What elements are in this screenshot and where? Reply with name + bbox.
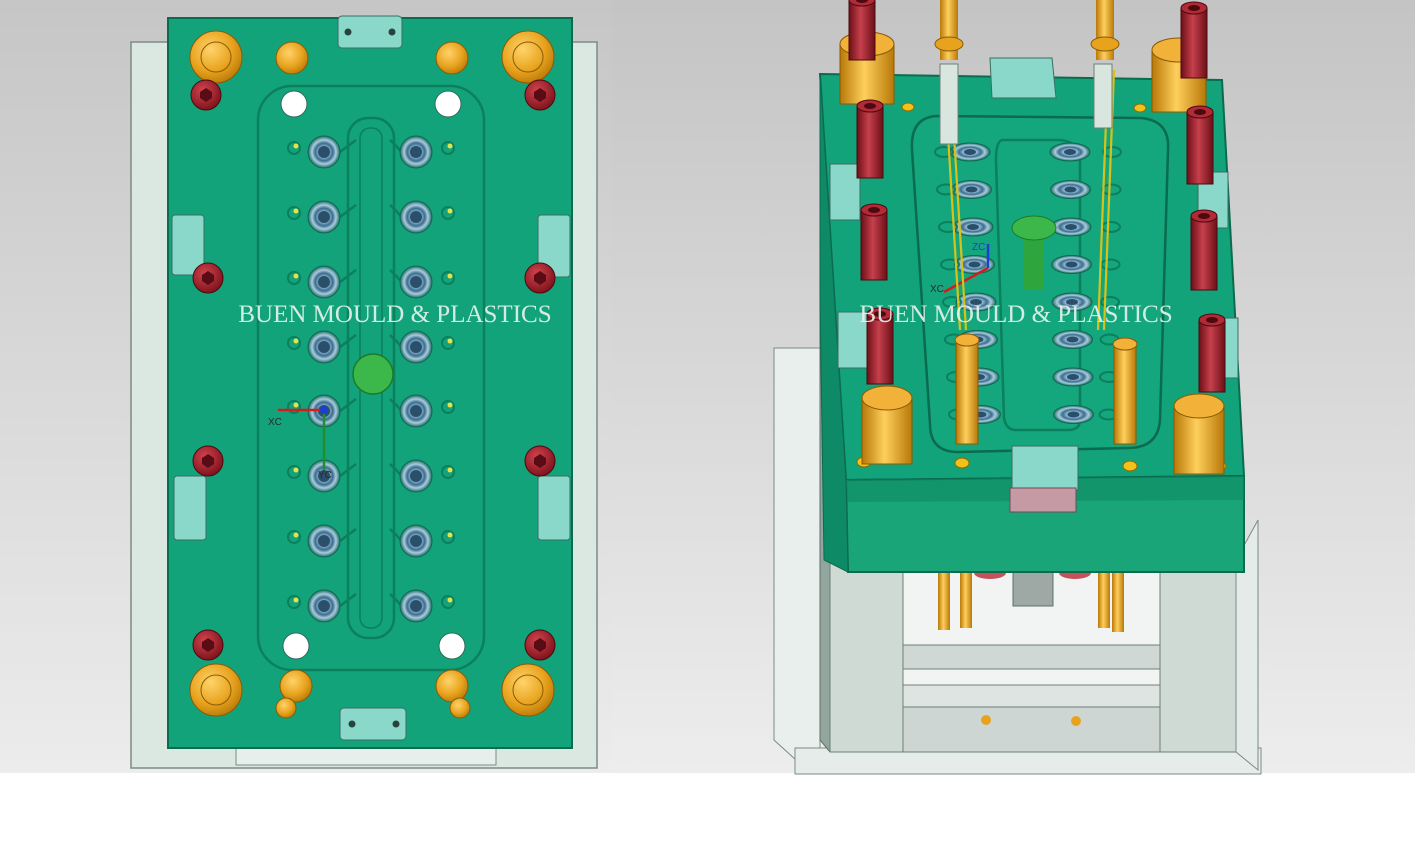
top-clamp-block xyxy=(337,15,403,49)
red-bolts-isometric xyxy=(848,0,1226,393)
right-isometric-mould: ZC XC xyxy=(773,0,1262,775)
ejector-plate-1 xyxy=(902,644,1161,670)
sprue-gate xyxy=(352,353,394,395)
support-pillar-left xyxy=(829,559,907,753)
guide-bushes xyxy=(189,30,555,719)
left-top-view-mould: XC YC xyxy=(130,15,598,769)
cavity-insert-outline xyxy=(256,84,486,672)
support-pillar-right xyxy=(1159,559,1237,753)
white-ejector-holes xyxy=(280,90,466,660)
axis-triad-left: XC YC xyxy=(268,406,332,481)
axis-xc-label-left: XC xyxy=(268,417,282,428)
top-guide-pins xyxy=(934,0,1120,145)
mould-plate-left-side xyxy=(819,73,849,573)
bottom-white-strip xyxy=(0,773,1415,843)
axis-triad-right: ZC XC xyxy=(930,242,990,295)
ejector-retainer-plate xyxy=(902,706,1161,753)
side-clamp-blocks xyxy=(171,214,571,541)
axis-yc-label-left: YC xyxy=(318,470,332,481)
watermark-right: BUEN MOULD & PLASTICS xyxy=(859,301,1172,328)
bottom-clamp-block xyxy=(339,707,407,741)
sprue-bushing-isometric xyxy=(1011,215,1057,290)
cavity-array xyxy=(287,135,455,623)
watermark-left: BUEN MOULD & PLASTICS xyxy=(238,301,551,328)
axis-xc-label-right: XC xyxy=(930,284,944,295)
support-pillar-right-side xyxy=(1235,519,1259,772)
socket-head-bolts xyxy=(190,79,556,661)
sprue-puller xyxy=(1012,567,1054,607)
ejector-plate-2 xyxy=(902,684,1161,708)
left-base-plate xyxy=(773,347,821,761)
axis-zc-label-right: ZC xyxy=(972,242,985,253)
